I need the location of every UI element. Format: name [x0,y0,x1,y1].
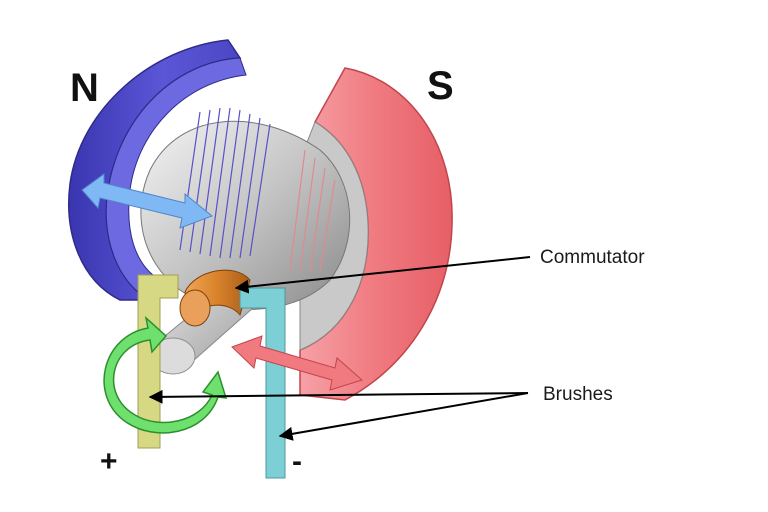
brushes-callout-line-positive [148,389,529,404]
field-arrow-south [231,335,363,391]
commutator-label: Commutator [540,247,645,268]
rotation-arrow [103,315,228,434]
field-arrow-north [81,173,213,229]
circular-arrow-icon [103,315,228,434]
south-pole-label: S [427,64,454,108]
commutator-callout-line [234,256,531,294]
callout-lines [148,256,531,441]
negative-terminal-label: - [292,445,302,478]
south-magnet [299,67,453,401]
double-headed-arrow-icon [81,173,213,229]
brushes-label: Brushes [543,384,613,405]
brush-negative [239,287,286,479]
armature [140,107,351,310]
commutator-face [179,289,211,327]
brush-positive-arm [137,274,179,449]
brush-negative-arm [239,287,286,479]
brush-positive [137,274,179,449]
commutator [179,269,251,327]
double-headed-arrow-icon [231,335,363,391]
positive-terminal-label: + [100,445,118,478]
brushes-callout-line-negative [278,392,529,441]
north-pole-label: N [70,66,99,110]
